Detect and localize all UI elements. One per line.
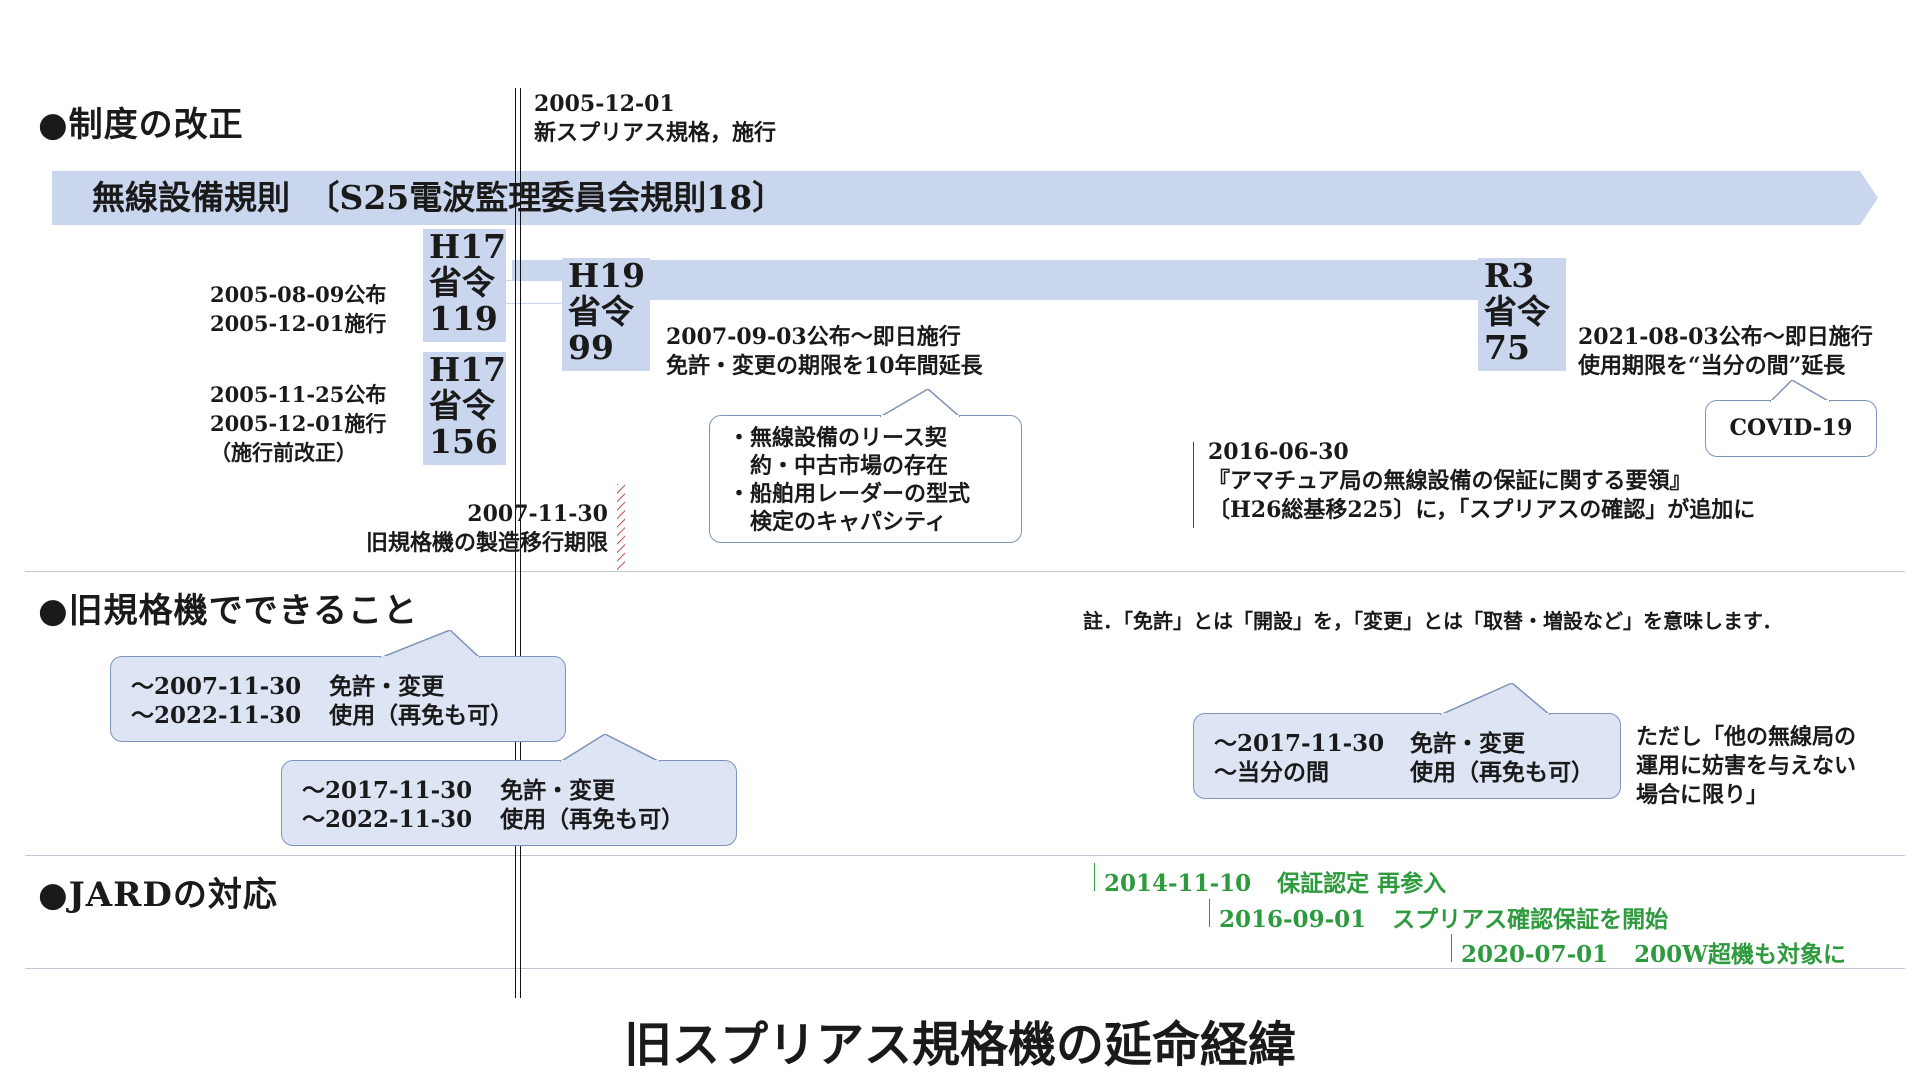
section-jard-heading: ●JARDの対応 bbox=[38, 875, 278, 915]
ordinance-label: 省令 bbox=[429, 263, 495, 302]
ordinance-box-h17-119: H17 省令 119 bbox=[423, 229, 506, 342]
capability-bubble-1-tail bbox=[380, 630, 480, 658]
ordinance-box-h17-156: H17 省令 156 bbox=[423, 352, 506, 465]
covid-bubble-tail bbox=[1770, 380, 1830, 402]
ordinance-label: 99 bbox=[568, 328, 614, 367]
amateur-note: 2016-06-30 『アマチュア局の無線設備の保証に関する要領』 〔H26総基… bbox=[1208, 439, 1756, 523]
marker-line bbox=[515, 88, 516, 998]
ordinance-note-h19-99: 2007-09-03公布～即日施行 免許・変更の期限を10年間延長 bbox=[666, 324, 983, 379]
main-arrow-label: 無線設備規則 〔S25電波監理委員会規則18〕 bbox=[92, 178, 786, 217]
amateur-note-marker bbox=[1193, 442, 1194, 528]
marker-line bbox=[520, 88, 521, 998]
ordinance-label: 省令 bbox=[1484, 292, 1550, 331]
page-title: 旧スプリアス規格機の延命経緯 bbox=[623, 1017, 1296, 1073]
capability-bubble-3-tail bbox=[1440, 683, 1550, 715]
ordinance-box-r3-75: R3 省令 75 bbox=[1478, 258, 1566, 371]
extension-bar bbox=[512, 260, 1512, 300]
separator-line bbox=[25, 968, 1905, 969]
reason-bubble-tail bbox=[880, 389, 960, 417]
main-regulation-arrow bbox=[52, 171, 1878, 225]
ordinance-label: H17 bbox=[429, 227, 507, 266]
footnote: 註．「免許」とは「開設」を，「変更」とは「取替・増設など」を意味します． bbox=[1083, 609, 1783, 633]
reason-bubble: ・無線設備のリース契 約・中古市場の存在 ・船舶用レーダーの型式 検定のキャパシ… bbox=[709, 415, 1022, 543]
jard-event-marker bbox=[1209, 899, 1210, 927]
ordinance-label: R3 bbox=[1484, 256, 1535, 295]
ordinance-label: 省令 bbox=[568, 292, 634, 331]
section-revision-heading: ●制度の改正 bbox=[38, 105, 244, 145]
ordinance-box-h19-99: H19 省令 99 bbox=[562, 258, 650, 371]
marker-label: 2005-12-01 新スプリアス規格，施行 bbox=[534, 91, 777, 146]
ordinance-note-h17-156: 2005-11-25公布 2005-12-01施行 （施行前改正） bbox=[210, 382, 387, 465]
ordinance-label: 119 bbox=[429, 299, 498, 338]
ordinance-label: 75 bbox=[1484, 328, 1530, 367]
separator-line bbox=[25, 855, 1905, 856]
jard-event-marker bbox=[1451, 934, 1452, 962]
proviso-note: ただし「他の無線局の 運用に妨害を与えない 場合に限り」 bbox=[1636, 724, 1857, 808]
ordinance-note-r3-75: 2021-08-03公布～即日施行 使用期限を“当分の間”延長 bbox=[1578, 324, 1873, 379]
manufacture-deadline-hatch bbox=[617, 484, 625, 570]
ordinance-label: 156 bbox=[429, 422, 498, 461]
manufacture-deadline-label: 2007-11-30 旧規格機の製造移行期限 bbox=[365, 501, 608, 556]
ordinance-label: H17 bbox=[429, 350, 507, 389]
ordinance-note-h17-119: 2005-08-09公布 2005-12-01施行 bbox=[210, 282, 387, 336]
jard-event-marker bbox=[1094, 863, 1095, 891]
separator-line bbox=[25, 571, 1905, 572]
section-old-capability-heading: ●旧規格機でできること bbox=[38, 591, 418, 631]
ordinance-label: H19 bbox=[568, 256, 646, 295]
capability-bubble-2-tail bbox=[560, 734, 660, 762]
ordinance-label: 省令 bbox=[429, 386, 495, 425]
